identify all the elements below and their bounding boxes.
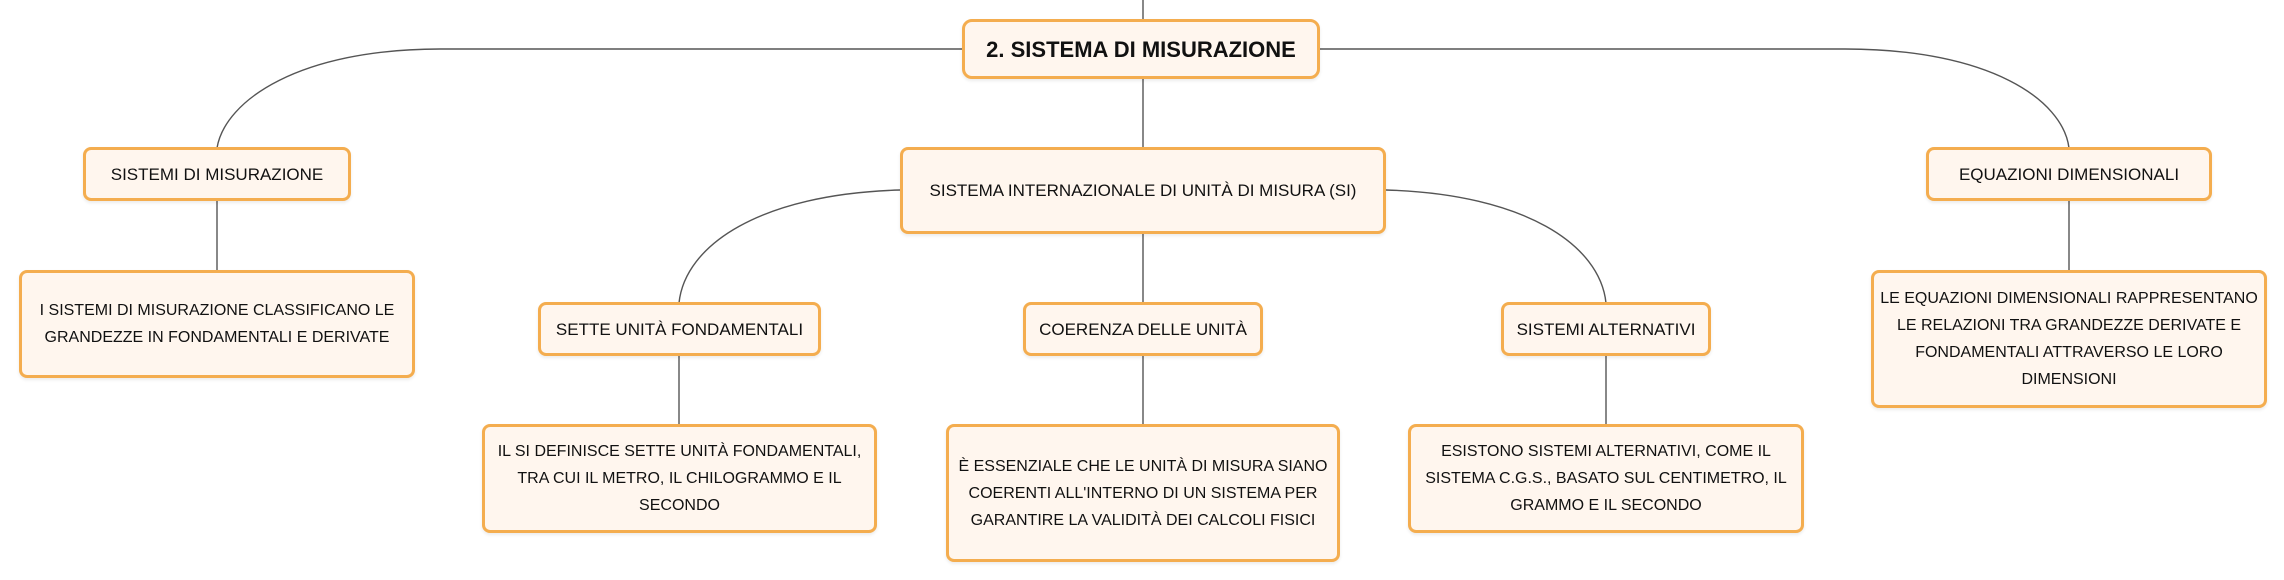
root-topic[interactable]: 2. SISTEMA DI MISURAZIONE (962, 19, 1320, 79)
description-coerenza-delle-unita[interactable]: È ESSENZIALE CHE LE UNITÀ DI MISURA SIAN… (946, 424, 1340, 562)
connector-root-equazioni (1320, 48, 2070, 149)
description-equazioni-dimensionali[interactable]: LE EQUAZIONI DIMENSIONALI RAPPRESENTANO … (1871, 270, 2267, 408)
topic-equazioni-dimensionali[interactable]: EQUAZIONI DIMENSIONALI (1926, 147, 2212, 201)
topic-sistemi-alternativi[interactable]: SISTEMI ALTERNATIVI (1501, 302, 1711, 356)
connector-si-alternativi (1385, 189, 1607, 304)
description-sette-unita-fondamentali[interactable]: IL SI DEFINISCE SETTE UNITÀ FONDAMENTALI… (482, 424, 877, 533)
topic-sistema-internazionale[interactable]: SISTEMA INTERNAZIONALE DI UNITÀ DI MISUR… (900, 147, 1386, 234)
topic-sistemi-di-misurazione[interactable]: SISTEMI DI MISURAZIONE (83, 147, 351, 201)
connector-si-sette (678, 189, 901, 304)
topic-coerenza-delle-unita[interactable]: COERENZA DELLE UNITÀ (1023, 302, 1263, 356)
description-sistemi-alternativi[interactable]: ESISTONO SISTEMI ALTERNATIVI, COME IL SI… (1408, 424, 1804, 533)
connector-root-sistemi (216, 48, 962, 149)
description-sistemi-di-misurazione[interactable]: I SISTEMI DI MISURAZIONE CLASSIFICANO LE… (19, 270, 415, 378)
topic-sette-unita-fondamentali[interactable]: SETTE UNITÀ FONDAMENTALI (538, 302, 821, 356)
